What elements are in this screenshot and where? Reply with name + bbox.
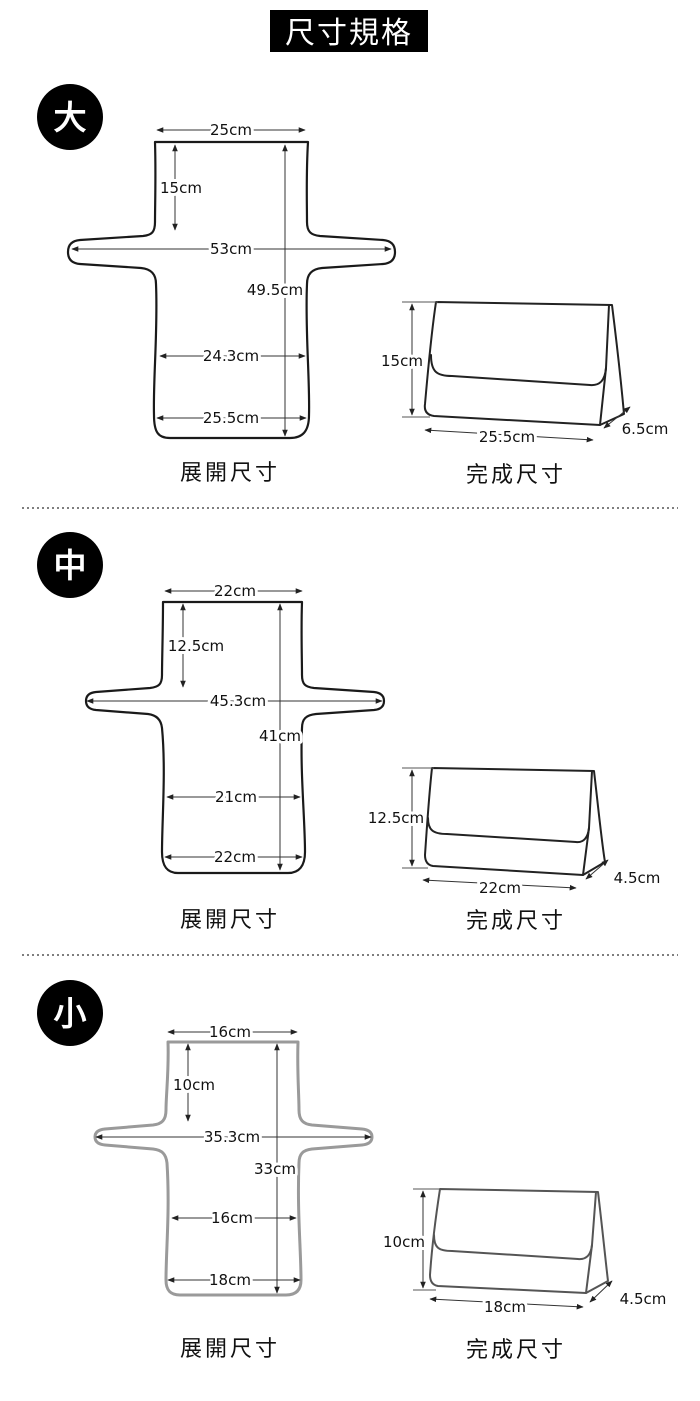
finished-height-label: 15cm [381,352,423,370]
finished-pouch-outline-large [423,301,625,426]
finished-depth-arrow [603,406,631,429]
body-width-label: 24.3cm [203,347,259,365]
unfolded-pattern-outline-small [93,1040,374,1297]
finished-width-arrow [429,1296,584,1310]
finished-pouch-front-edge-medium [582,827,590,876]
size-section-medium: 中 22cm 12.5cm 45.3cm 41cm 21cm 22cm 展開尺寸… [37,532,663,934]
top-width-label: 16cm [209,1023,251,1041]
bottom-width-label: 25.5cm [203,409,259,427]
arm-span-label: 45.3cm [210,692,266,710]
finished-size-caption: 完成尺寸 [466,463,566,488]
size-section-large: 大 25cm 15cm 53cm 49.5cm 24.3cm 25.5cm 展開… [37,84,671,488]
size-badge-small [37,980,103,1046]
finished-depth-label: 4.5cm [620,1290,667,1308]
arm-span-label: 35.3cm [204,1128,260,1146]
unfolded-pattern-outline-medium [84,600,386,875]
neck-height-label: 12.5cm [168,637,224,655]
top-width-label: 25cm [210,121,252,139]
finished-width-label: 18cm [484,1298,526,1316]
finished-width-arrow [422,877,577,891]
unfolded-size-caption: 展開尺寸 [180,908,280,933]
arm-span-label: 53cm [210,240,252,258]
finished-depth-arrow [589,1280,613,1303]
finished-width-label: 25.5cm [479,428,535,446]
neck-height-label: 10cm [173,1076,215,1094]
unfolded-size-caption: 展開尺寸 [180,461,280,486]
page-title-text: 尺寸規格 [285,16,413,51]
size-section-small: 小 16cm 10cm 35.3cm 33cm 16cm 18cm 展開尺寸 1… [37,980,669,1363]
finished-size-caption: 完成尺寸 [466,909,566,934]
size-badge-small-label: 小 [54,994,87,1033]
finished-size-caption: 完成尺寸 [466,1338,566,1363]
page-title-box [270,10,428,52]
finished-pouch-front-edge-large [599,367,607,426]
finished-height-label: 10cm [383,1233,425,1251]
bottom-width-label: 18cm [209,1271,251,1289]
finished-depth-arrow [585,859,609,880]
body-width-label: 21cm [215,788,257,806]
finished-depth-label: 4.5cm [614,869,661,887]
total-length-label: 41cm [259,727,301,745]
finished-height-label: 12.5cm [368,809,424,827]
bottom-width-label: 22cm [214,848,256,866]
finished-width-arrow [424,427,594,443]
size-badge-medium [37,532,103,598]
page-title: 尺寸規格 [270,10,428,52]
finished-pouch-outline-medium [424,767,606,876]
size-badge-medium-label: 中 [54,546,87,585]
neck-height-label: 15cm [160,179,202,197]
unfolded-size-caption: 展開尺寸 [180,1337,280,1362]
size-badge-large-label: 大 [54,98,87,137]
finished-depth-label: 6.5cm [622,420,669,438]
total-length-label: 33cm [254,1160,296,1178]
unfolded-pattern-outline-large [66,140,397,440]
finished-pouch-front-edge-small [585,1244,593,1294]
total-length-label: 49.5cm [247,281,303,299]
body-width-label: 16cm [211,1209,253,1227]
size-badge-large [37,84,103,150]
finished-width-label: 22cm [479,879,521,897]
finished-pouch-outline-small [429,1188,609,1294]
top-width-label: 22cm [214,582,256,600]
